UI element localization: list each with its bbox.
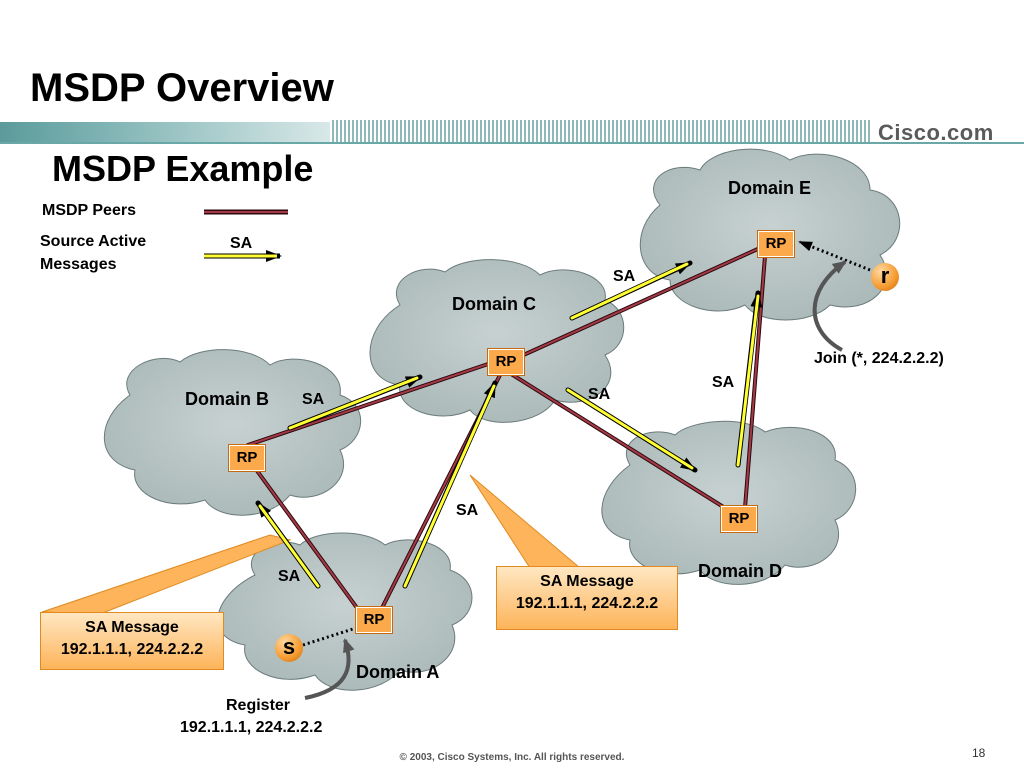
sa-label-a-c: SA	[456, 502, 479, 519]
sa-label-a-b: SA	[278, 568, 301, 585]
register-arrow	[304, 638, 355, 700]
legend-sa-label-1: Source Active	[40, 233, 147, 250]
cloud-domain-d	[601, 420, 857, 585]
callout-mid-line1: SA Message	[540, 573, 634, 590]
diagram-subtitle: MSDP Example	[52, 148, 314, 189]
register-annotation-1: Register	[226, 697, 291, 714]
rp-domain-b: RP	[229, 445, 265, 471]
cisco-logo: Cisco.com	[878, 120, 994, 145]
register-annotation-2: 192.1.1.1, 224.2.2.2	[180, 719, 323, 736]
copyright-footer: © 2003, Cisco Systems, Inc. All rights r…	[399, 752, 625, 763]
join-arrow	[812, 260, 847, 352]
sa-label-c-d: SA	[588, 386, 611, 403]
callout-mid-line2: 192.1.1.1, 224.2.2.2	[515, 595, 659, 612]
page-number: 18	[972, 746, 986, 760]
domain-d-label: Domain D	[698, 561, 783, 581]
domain-b-label: Domain B	[185, 389, 270, 409]
legend-sa-arrow-text: SA	[230, 235, 253, 252]
header-banner	[0, 120, 1024, 144]
source-link	[302, 626, 357, 647]
cloud-domain-b	[103, 349, 362, 516]
sa-label-b-c: SA	[302, 391, 325, 408]
cloud-domain-c	[369, 259, 625, 423]
callout-left-line2: 192.1.1.1, 224.2.2.2	[60, 641, 204, 658]
page-title: MSDP Overview	[30, 66, 334, 110]
join-annotation: Join (*, 224.2.2.2)	[814, 350, 944, 367]
sa-arrows	[255, 260, 763, 589]
legend-sa-label-2: Messages	[40, 256, 117, 273]
callout-left-line1: SA Message	[85, 619, 179, 636]
domain-e-label: Domain E	[728, 178, 812, 198]
rp-domain-c: RP	[488, 349, 524, 375]
sa-label-c-e: SA	[613, 268, 636, 285]
rp-domain-e: RP	[758, 231, 794, 257]
source-host-icon: s	[275, 634, 303, 662]
domain-a-label: Domain A	[356, 662, 440, 682]
callout-mid-pointer	[469, 474, 582, 569]
receiver-host-icon: r	[871, 263, 899, 291]
sa-message-callout-left: SA Message 192.1.1.1, 224.2.2.2	[40, 612, 224, 670]
sa-label-d-e: SA	[712, 374, 735, 391]
domain-c-label: Domain C	[452, 294, 537, 314]
sa-message-callout-mid: SA Message 192.1.1.1, 224.2.2.2	[496, 566, 678, 630]
rp-domain-d: RP	[721, 506, 757, 532]
legend-peers-label: MSDP Peers	[42, 202, 136, 219]
rp-domain-a: RP	[356, 607, 392, 633]
